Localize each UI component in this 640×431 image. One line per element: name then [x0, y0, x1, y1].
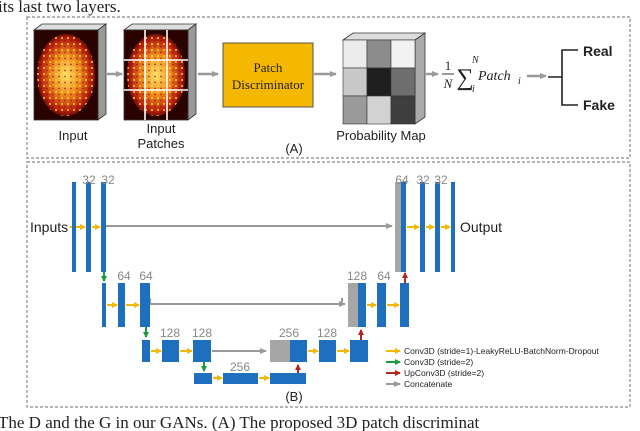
panel-b-frame: [26, 161, 631, 408]
enc1-block-2: [101, 182, 106, 272]
channel-label: 128: [347, 269, 367, 283]
legend-text-up: UpConv3D (stride=2): [404, 368, 484, 378]
output-fake: Fake: [583, 97, 615, 113]
skip-connection-level2: [149, 298, 343, 305]
input-patches-label-line1: Input: [147, 121, 176, 136]
top-caption-fragment: its last two layers.: [0, 0, 121, 16]
panel-a-label: (A): [285, 141, 302, 156]
channel-label: 32: [434, 173, 448, 187]
channel-label: 32: [82, 173, 96, 187]
channel-label: 128: [192, 326, 212, 340]
dec2-block-1: [377, 283, 386, 327]
bottom-input-block: [194, 373, 212, 384]
dec3-concat-block: [270, 340, 290, 362]
dec3-upsampled-block: [290, 340, 307, 362]
dec3-block-1: [319, 340, 336, 362]
bottom-block-1: [223, 373, 258, 384]
panel-a-frame: [26, 16, 631, 159]
legend-text-concat: Concatenate: [404, 379, 452, 389]
svg-text:i: i: [472, 84, 475, 95]
panel-b-label: (B): [285, 389, 302, 404]
channel-label: 32: [416, 173, 430, 187]
legend-text-conv: Conv3D (stride=1)-LeakyReLU-BatchNorm-Dr…: [404, 346, 600, 356]
enc3-block-2: [193, 340, 211, 362]
enc2-input-block: [102, 283, 106, 327]
dec2-concat-block: [348, 283, 358, 327]
channel-label: 64: [377, 269, 391, 283]
input-patches-volume: [122, 23, 198, 121]
channel-label: 128: [160, 326, 180, 340]
discriminator-label-line2: Discriminator: [232, 77, 305, 92]
output-label: Output: [460, 219, 502, 235]
bottom-block-2: [270, 373, 306, 384]
dec3-block-2: [350, 340, 368, 362]
enc2-block-2: [140, 283, 150, 327]
input-brain-volume: [32, 23, 108, 121]
real-fake-bracket: [548, 49, 578, 106]
dec1-block-1: [420, 182, 425, 272]
channel-label: 64: [395, 173, 409, 187]
dec1-upsampled-block: [401, 182, 406, 272]
input-patches-label-line2: Patches: [138, 136, 185, 151]
svg-text:∑: ∑: [456, 65, 473, 91]
probability-map-label: Probability Map: [336, 128, 426, 143]
enc2-block-1: [118, 283, 125, 327]
svg-text:N: N: [443, 76, 454, 91]
input-label: Input: [59, 128, 88, 143]
inputs-label: Inputs: [30, 219, 68, 235]
channel-label: 32: [101, 173, 115, 187]
dec2-upsampled-block: [358, 283, 366, 327]
output-real: Real: [583, 43, 613, 59]
enc1-block-1: [86, 182, 91, 272]
patch-discriminator-box: [222, 42, 314, 108]
bottom-caption-fragment: The D and the G in our GANs. (A) The pro…: [0, 413, 480, 431]
dec2-block-2: [400, 283, 409, 327]
dec1-output-block: [451, 182, 455, 272]
enc3-block-1: [162, 340, 179, 362]
channel-label: 64: [139, 269, 153, 283]
legend-text-down: Conv3D (stride=2): [404, 357, 473, 367]
svg-text:Patch: Patch: [477, 69, 511, 84]
probability-map: [341, 32, 427, 125]
svg-text:N: N: [471, 55, 480, 66]
legend: Conv3D (stride=1)-LeakyReLU-BatchNorm-Dr…: [386, 346, 600, 389]
channel-label: 64: [117, 269, 131, 283]
channel-label: 128: [317, 326, 337, 340]
channel-label: 256: [279, 326, 299, 340]
enc3-input-block: [142, 340, 150, 362]
dec1-block-2: [435, 182, 440, 272]
discriminator-label-line1: Patch: [254, 60, 283, 75]
averaging-formula: 1 N ∑ N i Patch i: [442, 55, 521, 95]
svg-text:i: i: [518, 76, 521, 87]
channel-label: 256: [230, 360, 250, 374]
svg-text:1: 1: [445, 58, 452, 73]
enc1-input-block: [72, 182, 76, 272]
dec1-concat-block: [395, 182, 401, 272]
